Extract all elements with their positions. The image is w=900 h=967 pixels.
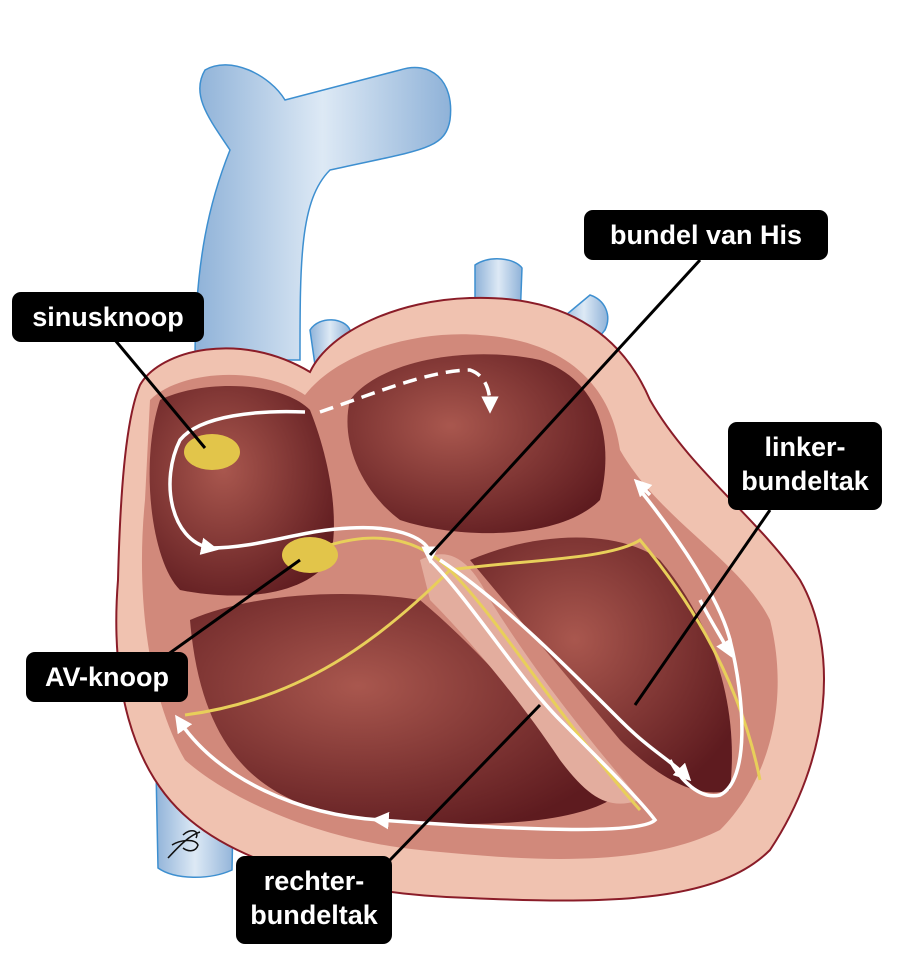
label-text: bundeltak bbox=[741, 466, 869, 496]
label-linker-bundeltak: linker-bundeltak bbox=[728, 422, 882, 510]
left-ventricle bbox=[470, 537, 732, 793]
label-text: rechter- bbox=[263, 866, 365, 896]
label-text: AV-knoop bbox=[45, 662, 169, 692]
label-text: sinusknoop bbox=[32, 302, 184, 332]
label-text: linker- bbox=[764, 432, 846, 462]
label-text: bundel van His bbox=[609, 220, 803, 250]
artist-signature bbox=[167, 830, 201, 859]
sinus-node bbox=[184, 434, 240, 470]
label-av-knoop: AV-knoop bbox=[26, 652, 188, 702]
right-ventricle bbox=[190, 594, 610, 824]
label-sinusknoop: sinusknoop bbox=[12, 292, 204, 342]
label-rechter-bundeltak: rechter-bundeltak bbox=[236, 856, 392, 944]
label-text: bundeltak bbox=[250, 900, 378, 930]
left-atrium bbox=[347, 354, 606, 534]
label-bundel-van-his: bundel van His bbox=[584, 210, 828, 260]
leader-lines bbox=[113, 258, 772, 862]
